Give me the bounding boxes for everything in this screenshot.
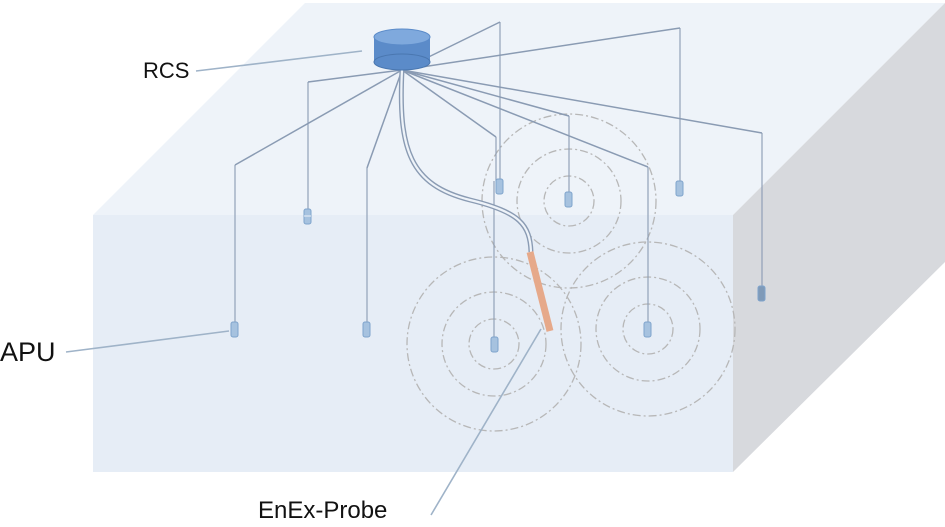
cable-network xyxy=(234,21,763,339)
cables-vertical xyxy=(234,22,763,339)
probe-label: EnEx-Probe xyxy=(258,497,388,524)
apu-unit[interactable] xyxy=(757,285,766,302)
probe-cable xyxy=(398,69,534,253)
apu-unit[interactable] xyxy=(643,321,652,338)
probe-leader xyxy=(430,328,542,516)
apu-unit[interactable] xyxy=(675,180,684,197)
cylinder-station-icon[interactable] xyxy=(373,28,431,71)
block-front-face xyxy=(93,215,733,472)
apu-units xyxy=(230,178,766,353)
rcs-label: RCS xyxy=(143,58,190,83)
rcs-leader xyxy=(195,50,363,72)
block-top-face xyxy=(93,3,945,215)
apu-leader xyxy=(65,330,230,353)
apu-unit[interactable] xyxy=(362,321,371,338)
apu-unit[interactable] xyxy=(564,191,573,208)
apu-label: APU xyxy=(0,337,56,367)
apu-unit[interactable] xyxy=(495,178,504,195)
cables-diagonal xyxy=(234,21,763,169)
apu-unit[interactable] xyxy=(230,321,239,338)
block-side-face xyxy=(733,3,945,472)
label-leaders xyxy=(65,50,542,516)
probe-bar-icon[interactable] xyxy=(526,251,554,332)
apu-unit[interactable] xyxy=(490,336,499,353)
